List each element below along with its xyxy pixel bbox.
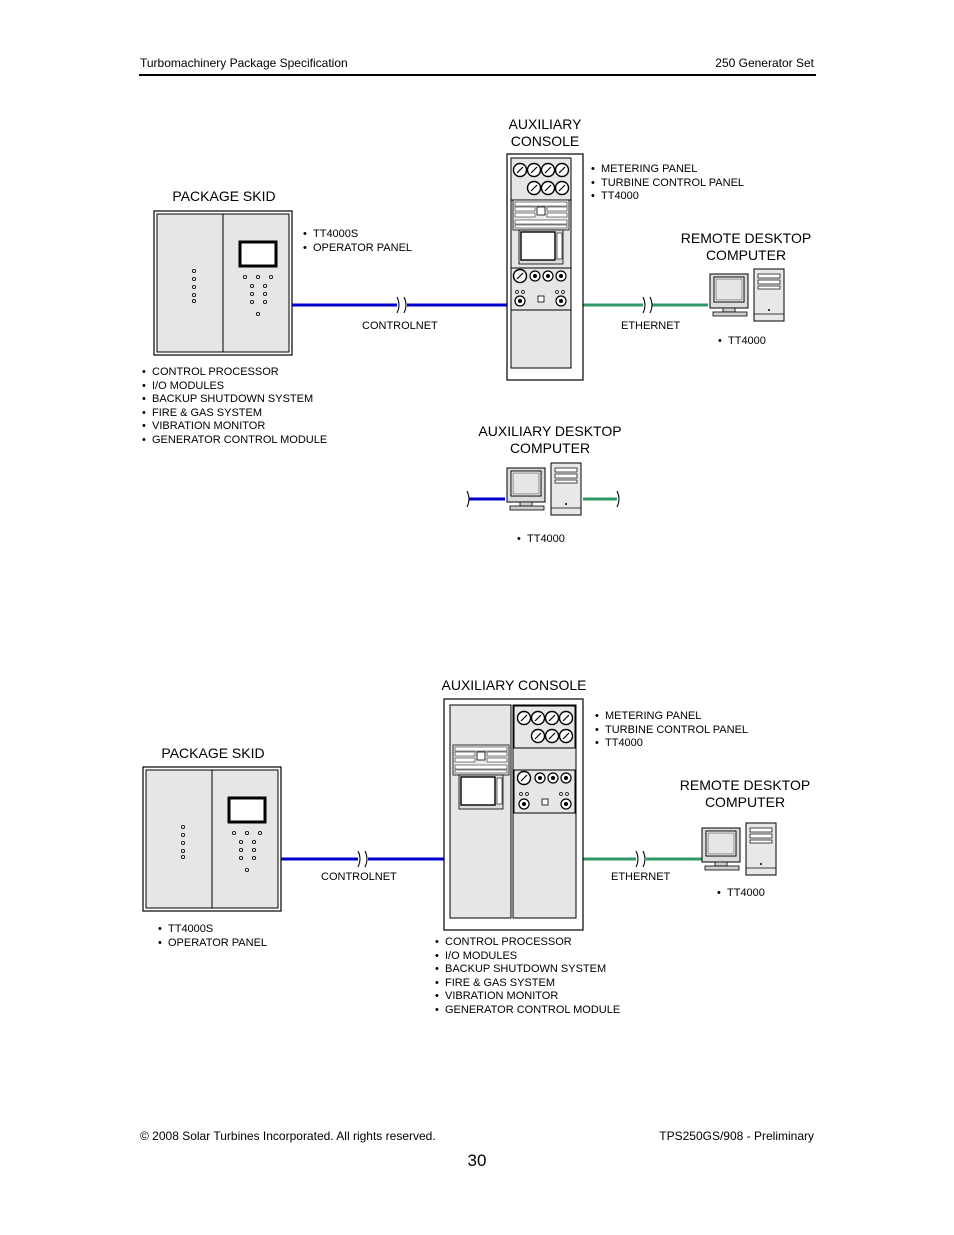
auxiliary-desktop-computer [506,462,582,516]
aux-desktop-break-right [616,490,620,508]
controlnet-break-2 [357,850,368,868]
remote-items-1: TT4000 [718,335,766,349]
header-title: Turbomachinery Package Specification [140,56,348,70]
header-rule [139,74,816,76]
aux-desktop-break-left [466,490,470,508]
console-items-2: CONTROL PROCESSOR I/O MODULES BACKUP SHU… [435,936,620,1018]
ethernet-label-1: ETHERNET [621,320,681,332]
aux-console-items-2: METERING PANEL TURBINE CONTROL PANEL TT4… [595,710,748,751]
package-skid-label-1: PACKAGE SKID [172,188,276,204]
auxiliary-console-2 [443,698,584,931]
skid-items-1: TT4000S OPERATOR PANEL [303,228,412,255]
skid-below-items-1: CONTROL PROCESSOR I/O MODULES BACKUP SHU… [142,366,327,448]
ethernet-label-2: ETHERNET [611,871,671,883]
skid-items-2: TT4000S OPERATOR PANEL [158,923,267,950]
footer-doc-id: TPS250GS/908 - Preliminary [659,1129,814,1143]
controlnet-break-1 [396,296,407,314]
package-skid-label-2: PACKAGE SKID [161,745,265,761]
remote-desktop-computer-2 [701,822,777,876]
ethernet-break-1 [642,296,653,314]
aux-console-items-1: METERING PANEL TURBINE CONTROL PANEL TT4… [591,163,744,204]
header-subtitle: 250 Generator Set [715,56,814,70]
page-number: 30 [467,1151,487,1170]
aux-desktop-items: TT4000 [517,533,565,547]
footer-copyright: © 2008 Solar Turbines Incorporated. All … [140,1129,436,1143]
aux-console-label-2: AUXILIARY CONSOLE [441,677,587,693]
controlnet-label-1: CONTROLNET [362,320,438,332]
controlnet-label-2: CONTROLNET [321,871,397,883]
remote-desktop-computer-1 [709,268,785,322]
package-skid-1 [152,209,294,357]
remote-items-2: TT4000 [717,887,765,901]
auxiliary-console-1 [506,153,584,381]
ethernet-break-2 [635,850,646,868]
package-skid-2 [141,765,283,913]
